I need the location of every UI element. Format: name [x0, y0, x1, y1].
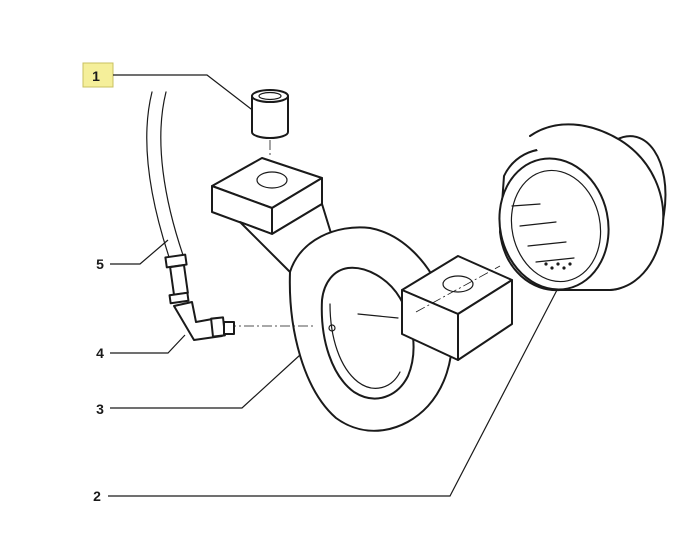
callout-1[interactable]: 1 [82, 62, 256, 113]
callout-5-label: 5 [96, 256, 104, 272]
callout-1-leader [113, 74, 256, 113]
callout-1-label: 1 [92, 68, 100, 84]
part-3-bracket-housing[interactable] [211, 157, 513, 432]
part-5-lube-hose[interactable] [146, 91, 190, 305]
callout-5-leader [110, 239, 169, 265]
part-4-elbow-fitting[interactable] [173, 301, 235, 341]
callout-3-leader [110, 354, 301, 409]
callout-4-label: 4 [96, 345, 104, 361]
oil-holes [544, 262, 572, 270]
callout-1-highlight-box [82, 62, 114, 88]
callout-2[interactable]: 2 [93, 289, 558, 504]
callout-5[interactable]: 5 [96, 239, 169, 272]
callout-4[interactable]: 4 [96, 334, 186, 361]
callout-4-leader [110, 334, 186, 354]
callout-2-leader [108, 289, 558, 497]
part-1-bushing[interactable] [251, 89, 289, 158]
callout-3-label: 3 [96, 401, 104, 417]
callout-3[interactable]: 3 [96, 354, 301, 417]
callout-2-label: 2 [93, 488, 101, 504]
part-2-flanged-sleeve[interactable] [487, 123, 667, 299]
